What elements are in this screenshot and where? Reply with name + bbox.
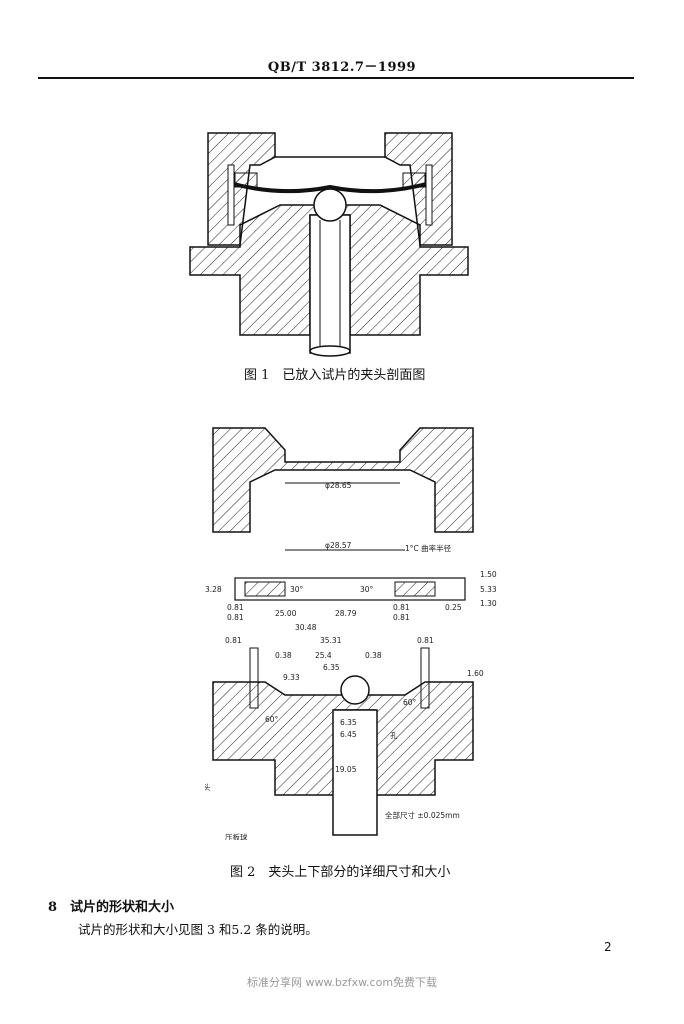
label-head: 头 xyxy=(205,782,211,792)
figure-1-caption: 图 1 已放入试片的夹头剖面图 xyxy=(244,368,426,383)
dim-ring-dia: φ28.57 xyxy=(325,541,352,550)
dim-5-33: 5.33 xyxy=(480,585,497,594)
dim-35-31: 35.31 xyxy=(320,636,342,645)
angle-60b: 60° xyxy=(403,698,417,707)
dim-28-79: 28.79 xyxy=(335,609,357,618)
figure-2-caption: 图 2 夹头上下部分的详细尺寸和大小 xyxy=(230,865,451,880)
page-number: 2 xyxy=(604,940,612,954)
section-8-text: 试片的形状和大小见图 3 和5.2 条的说明。 xyxy=(78,922,318,937)
dim-3-28: 3.28 xyxy=(205,585,222,594)
angle-30a: 30° xyxy=(290,585,304,594)
dim-0-38a: 0.38 xyxy=(275,651,292,660)
figure-2-drawing: φ28.65 帽 φ28.57 1°C 曲率半径 3.28 夹环 0.81 0.… xyxy=(205,427,497,840)
label-fillet-note: 1°C 曲率半径 xyxy=(405,543,452,553)
dim-25-4: 25.4 xyxy=(315,651,332,660)
label-ball: 压板球 xyxy=(225,832,248,840)
dim-1-60: 1.60 xyxy=(467,669,484,678)
dim-6-35b: 6.35 xyxy=(340,718,357,727)
section-8-heading: 8 试片的形状和大小 xyxy=(48,900,175,915)
dim-30-48: 30.48 xyxy=(295,623,317,632)
angle-30b: 30° xyxy=(360,585,374,594)
dim-19-05: 19.05 xyxy=(335,765,357,774)
dim-1-30: 1.30 xyxy=(480,599,497,608)
dim-25-00: 25.00 xyxy=(275,609,297,618)
dim-6-45: 6.45 xyxy=(340,730,357,739)
dim-0-81f: 0.81 xyxy=(417,636,434,645)
dim-6-35a: 6.35 xyxy=(323,663,340,672)
figure-1-drawing xyxy=(189,132,469,357)
watermark: 标准分享网 www.bzfxw.com免费下载 xyxy=(246,976,438,989)
angle-60a: 60° xyxy=(265,715,279,724)
dim-0-81d: 0.81 xyxy=(393,613,410,622)
dim-1-50: 1.50 xyxy=(480,570,497,579)
dim-0-81a: 0.81 xyxy=(227,603,244,612)
document-header-title: QB/T 3812.7－1999 xyxy=(267,60,417,75)
dim-9-33: 9.33 xyxy=(283,673,300,682)
dim-upper-dia: φ28.65 xyxy=(325,481,352,490)
dim-0-81e: 0.81 xyxy=(225,636,242,645)
label-hole: 孔 xyxy=(390,731,398,740)
label-tolerance: 全部尺寸 ±0.025mm xyxy=(385,810,460,820)
dim-0-81c: 0.81 xyxy=(393,603,410,612)
header-rule xyxy=(38,77,634,79)
dim-0-81b: 0.81 xyxy=(227,613,244,622)
dim-0-38b: 0.38 xyxy=(365,651,382,660)
dim-0-25: 0.25 xyxy=(445,603,462,612)
